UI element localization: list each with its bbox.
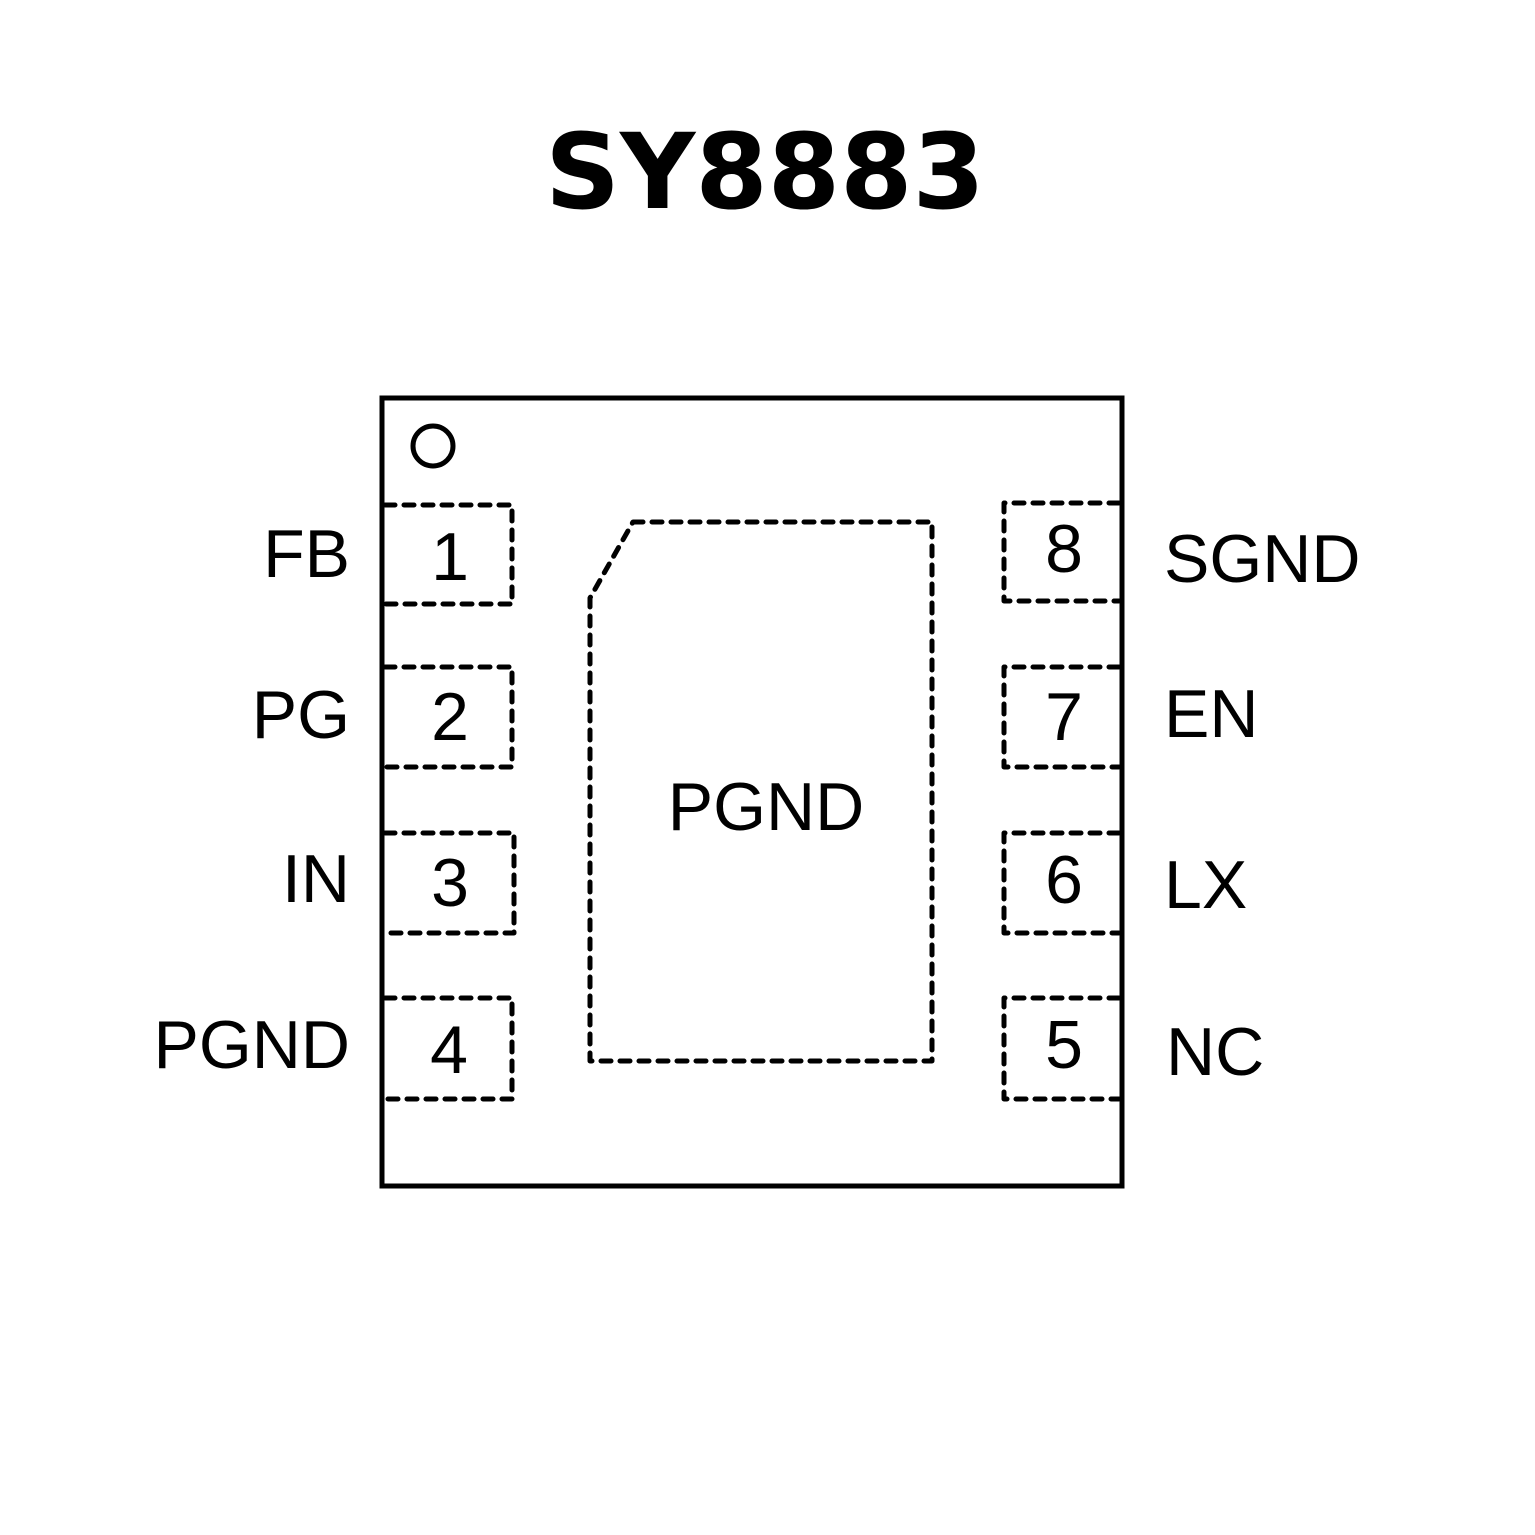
pin-pad: [1001, 830, 1122, 936]
pin-name: PG: [252, 677, 350, 753]
pin-pad: [382, 995, 515, 1102]
pin-name: SGND: [1164, 521, 1360, 597]
pin-name: EN: [1164, 676, 1258, 752]
pin-number: 5: [1045, 1007, 1083, 1083]
pin-name: NC: [1166, 1014, 1264, 1090]
pin-4: 4 PGND: [154, 995, 515, 1102]
pin-3: 3 IN: [282, 830, 517, 936]
pin-1: 1 FB: [263, 502, 515, 607]
exposed-pad: [587, 519, 935, 1064]
pin-number: 6: [1045, 842, 1083, 918]
pin-pad: [382, 502, 515, 607]
pin-number: 8: [1045, 511, 1083, 587]
pin-pad: [1001, 664, 1122, 770]
pin1-marker-icon: [410, 423, 456, 469]
pin-6: 6 LX: [1001, 830, 1247, 936]
chip-title: SY8883: [545, 111, 985, 233]
pin-name: FB: [263, 516, 350, 592]
pin-number: 4: [430, 1012, 468, 1088]
exposed-pad-label: PGND: [668, 769, 864, 845]
left-pins: 1 FB 2 PG 3 IN 4 PGND: [154, 502, 517, 1102]
pin-pad: [382, 664, 515, 770]
pin-5: 5 NC: [1001, 995, 1264, 1102]
pin-number: 3: [431, 845, 469, 921]
pin-pad: [382, 830, 517, 936]
pin-7: 7 EN: [1001, 664, 1258, 770]
pin-pad: [1001, 995, 1122, 1102]
pin-8: 8 SGND: [1001, 500, 1360, 604]
package-outline: [379, 395, 1125, 1189]
right-pins: 8 SGND 7 EN 6 LX 5 NC: [1001, 500, 1360, 1102]
pin-number: 7: [1045, 679, 1083, 755]
pin-name: IN: [282, 841, 350, 917]
pin-pad: [1001, 500, 1122, 604]
pin-name: PGND: [154, 1007, 350, 1083]
pin-name: LX: [1164, 847, 1247, 923]
pin-number: 2: [431, 679, 469, 755]
pin-number: 1: [431, 519, 469, 595]
pin-2: 2 PG: [252, 664, 515, 770]
